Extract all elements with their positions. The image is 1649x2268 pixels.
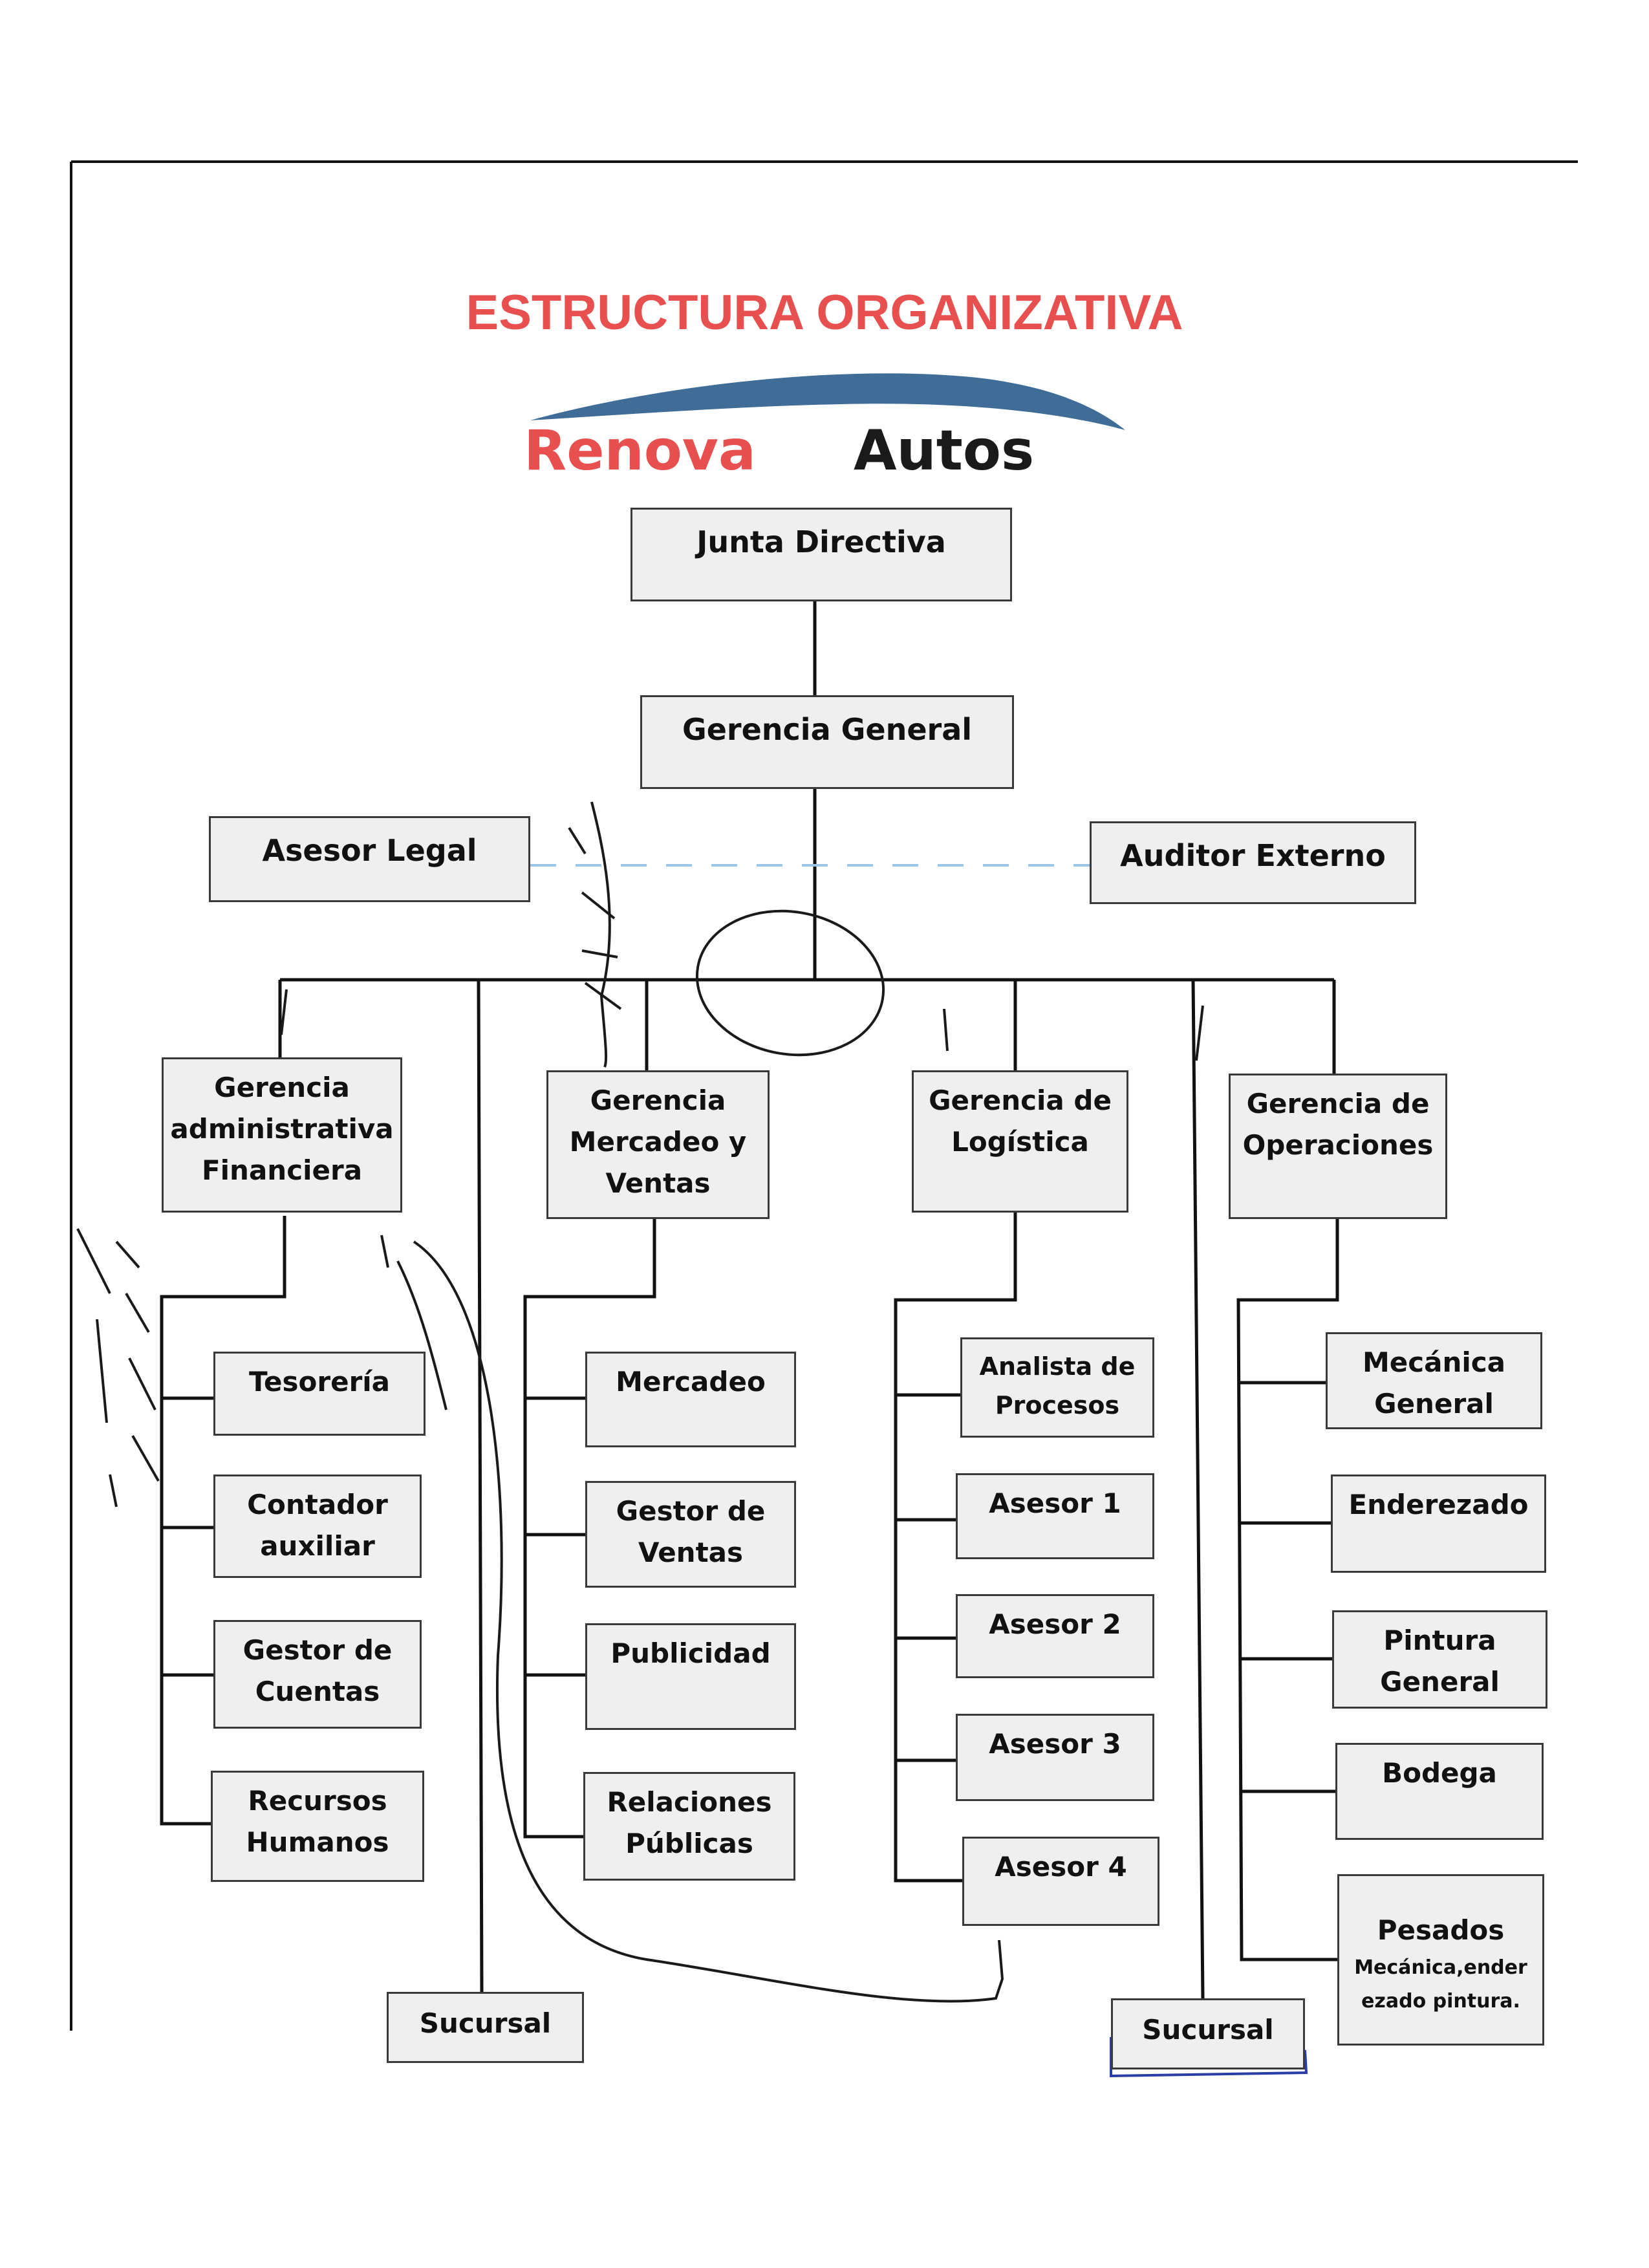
node-analista-procesos[interactable]: Analista de Procesos xyxy=(960,1337,1154,1438)
node-recursos-humanos[interactable]: Recursos Humanos xyxy=(211,1771,424,1882)
node-asesor-4[interactable]: Asesor 4 xyxy=(962,1837,1159,1926)
company-logo: Renova Autos xyxy=(524,382,1119,485)
node-gerencia-mercadeo-ventas[interactable]: Gerencia Mercadeo y Ventas xyxy=(546,1070,770,1219)
page-frame xyxy=(70,160,1578,2031)
connector-drops xyxy=(278,980,1336,1074)
logo-word-renova: Renova xyxy=(524,418,756,483)
pesados-label: Pesados xyxy=(1377,1914,1505,1946)
node-asesor-1[interactable]: Asesor 1 xyxy=(956,1473,1154,1559)
node-publicidad[interactable]: Publicidad xyxy=(585,1623,796,1730)
node-gerencia-operaciones[interactable]: Gerencia de Operaciones xyxy=(1229,1074,1447,1219)
node-mercadeo[interactable]: Mercadeo xyxy=(585,1352,796,1447)
connector-sucursal xyxy=(477,979,1205,1999)
node-asesor-3[interactable]: Asesor 3 xyxy=(956,1714,1154,1801)
node-contador-auxiliar[interactable]: Contador auxiliar xyxy=(213,1474,422,1578)
node-gestor-ventas[interactable]: Gestor de Ventas xyxy=(585,1481,796,1588)
node-gerencia-logistica[interactable]: Gerencia de Logística xyxy=(912,1070,1128,1213)
node-gestor-cuentas[interactable]: Gestor de Cuentas xyxy=(213,1620,422,1729)
node-gerencia-general[interactable]: Gerencia General xyxy=(640,695,1014,789)
node-junta-directiva[interactable]: Junta Directiva xyxy=(630,508,1012,601)
pesados-sub: Mecánica,ender ezado pintura. xyxy=(1354,1956,1527,2013)
node-asesor-legal[interactable]: Asesor Legal xyxy=(209,816,530,902)
node-bodega[interactable]: Bodega xyxy=(1335,1743,1544,1840)
connector-logistica-branch xyxy=(894,1213,1017,1883)
connector-mercadeo-branch xyxy=(523,1219,656,1839)
page-title: ESTRUCTURA ORGANIZATIVA xyxy=(466,285,1183,340)
logo-swoosh xyxy=(530,373,1125,430)
node-auditor-externo[interactable]: Auditor Externo xyxy=(1090,821,1416,904)
node-gerencia-administrativa-financiera[interactable]: Gerencia administrativa Financiera xyxy=(162,1057,402,1213)
node-sucursal-left[interactable]: Sucursal xyxy=(387,1992,584,2063)
connector-admin-branch xyxy=(160,1216,286,1826)
handwriting-marks xyxy=(76,801,1204,2003)
logo-word-autos: Autos xyxy=(854,418,1035,483)
node-pesados[interactable]: Pesados Mecánica,ender ezado pintura. xyxy=(1337,1874,1544,2046)
connector-operaciones-branch xyxy=(1236,1219,1339,1961)
node-relaciones-publicas[interactable]: Relaciones Públicas xyxy=(583,1772,795,1881)
node-asesor-2[interactable]: Asesor 2 xyxy=(956,1594,1154,1678)
node-mecanica-general[interactable]: Mecánica General xyxy=(1326,1332,1542,1429)
node-enderezado[interactable]: Enderezado xyxy=(1331,1474,1546,1573)
node-tesoreria[interactable]: Tesorería xyxy=(213,1352,426,1436)
node-sucursal-right[interactable]: Sucursal xyxy=(1111,1998,1305,2069)
node-pintura-general[interactable]: Pintura General xyxy=(1332,1610,1547,1709)
